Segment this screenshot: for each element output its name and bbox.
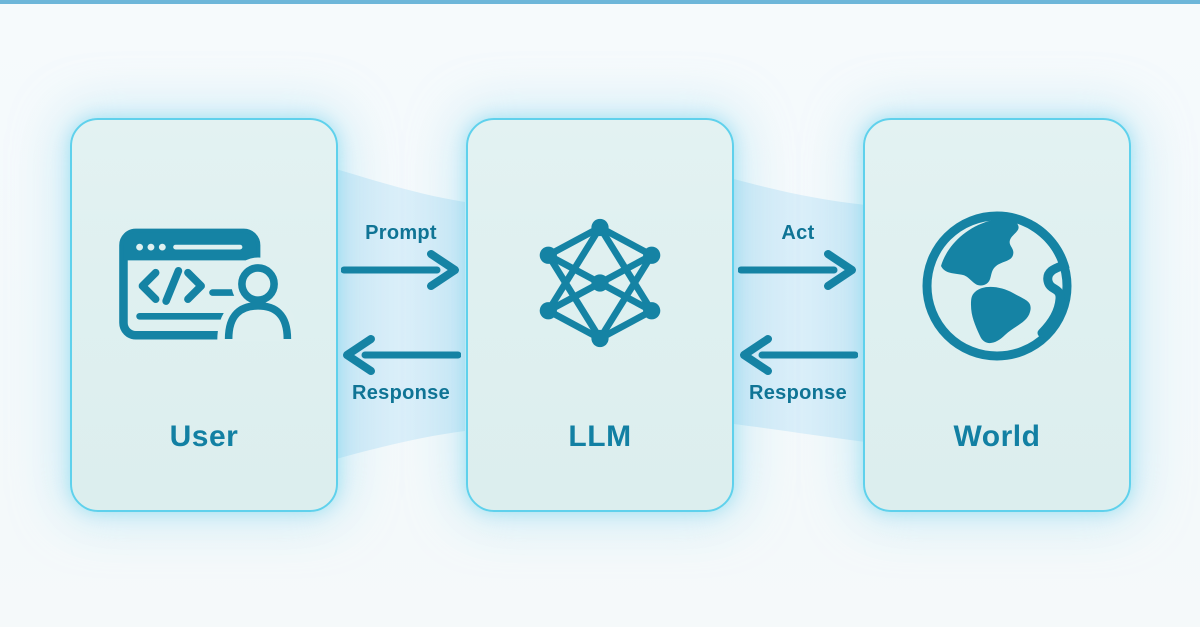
arrow-prompt-icon bbox=[341, 250, 459, 290]
flow-label-response: Response bbox=[352, 382, 450, 404]
flow-label-prompt: Prompt bbox=[365, 222, 437, 244]
neural-network-icon bbox=[468, 216, 732, 350]
arrow-response-icon bbox=[343, 335, 461, 375]
flow-label-response-2: Response bbox=[749, 382, 847, 404]
card-llm: LLM bbox=[466, 118, 734, 512]
browser-user-icon bbox=[72, 224, 336, 346]
ribbon-llm-world bbox=[734, 179, 866, 442]
top-accent-bar bbox=[0, 0, 1200, 4]
flow-label-act: Act bbox=[781, 222, 815, 244]
arrow-response2-icon bbox=[740, 335, 858, 375]
card-label-llm: LLM bbox=[568, 420, 632, 453]
globe-icon bbox=[865, 206, 1129, 366]
flow-user-llm: Prompt Response bbox=[336, 118, 466, 512]
card-label-world: World bbox=[953, 420, 1041, 453]
flow-llm-world: Act Response bbox=[733, 118, 863, 512]
card-world: World bbox=[863, 118, 1131, 512]
arrow-act-icon bbox=[738, 250, 856, 290]
card-label-user: User bbox=[169, 420, 239, 453]
card-user: User bbox=[70, 118, 338, 512]
ribbon-user-llm bbox=[336, 169, 465, 459]
